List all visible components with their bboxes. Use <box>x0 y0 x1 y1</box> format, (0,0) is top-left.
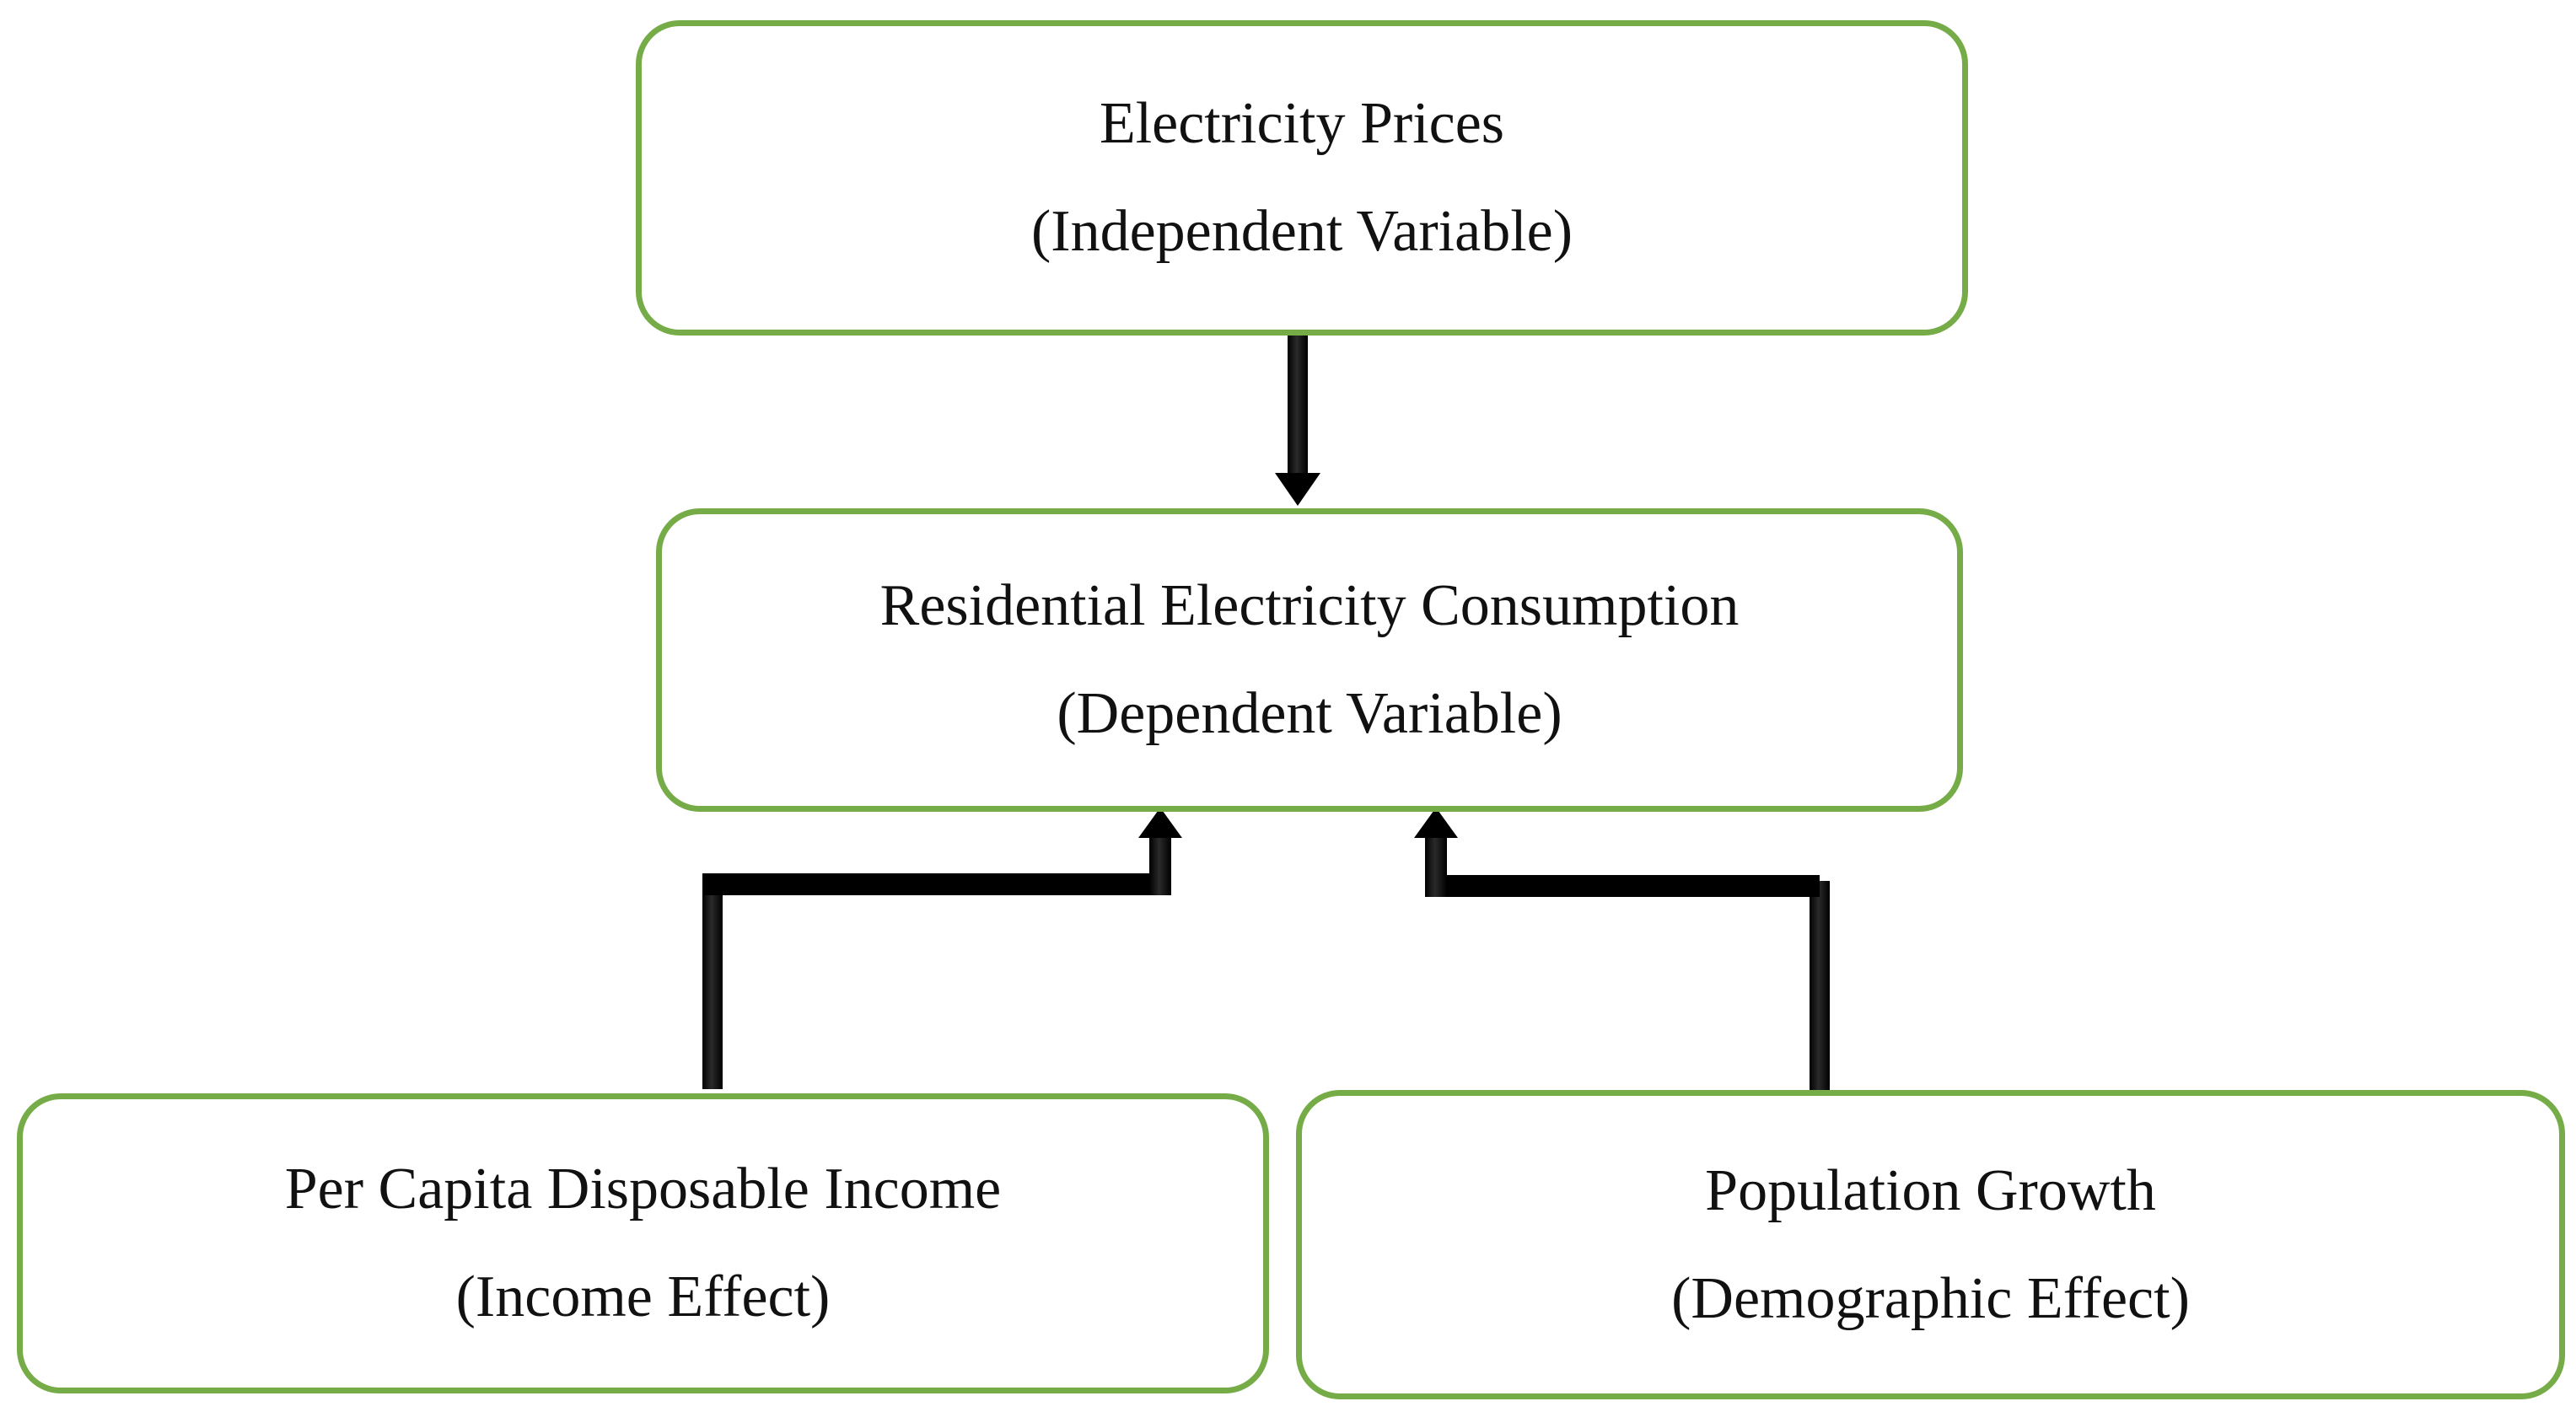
node-per-capita-disposable-income: Per Capita Disposable Income (Income Eff… <box>17 1093 1269 1393</box>
arrow-income-to-consumption <box>702 808 1182 1089</box>
node-title: Per Capita Disposable Income <box>284 1157 1002 1221</box>
node-population-growth: Population Growth (Demographic Effect) <box>1296 1090 2565 1399</box>
node-subtitle: (Demographic Effect) <box>1671 1265 2190 1331</box>
node-electricity-prices: Electricity Prices (Independent Variable… <box>636 20 1968 336</box>
node-subtitle: (Dependent Variable) <box>1057 681 1562 746</box>
node-subtitle: (Income Effect) <box>455 1264 831 1329</box>
arrow-prices-to-consumption <box>1275 323 1320 506</box>
node-title: Residential Electricity Consumption <box>879 573 1740 638</box>
node-subtitle: (Independent Variable) <box>1030 199 1573 264</box>
node-residential-electricity-consumption: Residential Electricity Consumption (Dep… <box>656 508 1963 812</box>
node-title: Population Growth <box>1705 1157 2156 1223</box>
arrow-population-to-consumption <box>1414 808 1830 1092</box>
node-title: Electricity Prices <box>1099 91 1505 156</box>
